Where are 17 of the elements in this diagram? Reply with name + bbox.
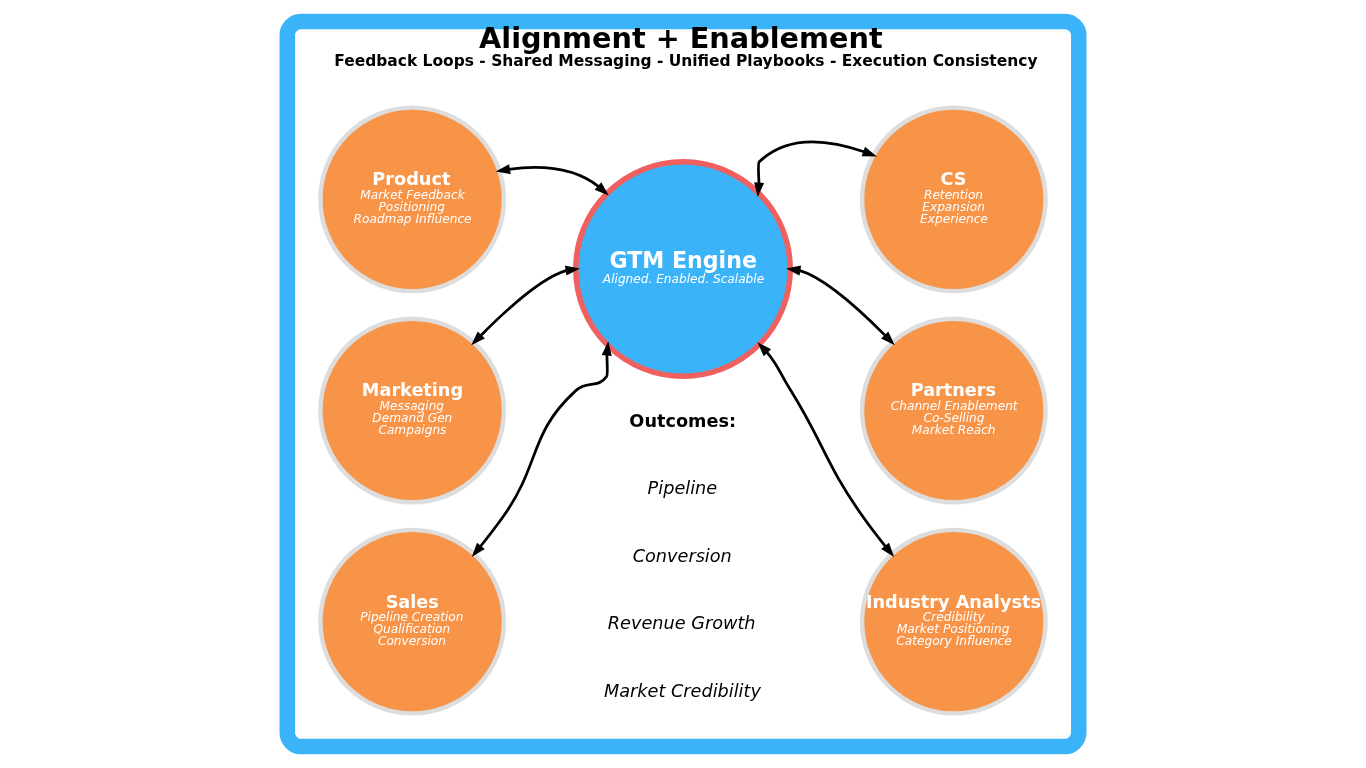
label: Pipeline (647, 478, 718, 499)
label: Revenue Growth (607, 613, 756, 634)
arrow (471, 341, 612, 558)
arrow (757, 342, 895, 558)
node-circle: Product Market Feedback Positioning Roadmap Influence (318, 105, 507, 294)
arrow (754, 140, 877, 197)
node-circle: Sales Pipeline Creation Qualification Conversion (318, 527, 507, 716)
node-circle: Industry Analysts Credibility Market Positioning Category Influence (859, 527, 1048, 716)
label: Market Credibility (603, 680, 761, 701)
arrow (471, 265, 580, 346)
label: Conversion (632, 545, 732, 566)
node-circle: Marketing Messaging Demand Gen Campaigns (318, 316, 507, 505)
label: Outcomes: (629, 410, 737, 431)
arrow (786, 265, 895, 346)
node-circle: Partners Channel Enablement Co-Selling Market Reach (859, 316, 1048, 505)
arrow (495, 164, 609, 196)
node-circle: GTM Engine Aligned. Enabled. Scalable (573, 159, 793, 380)
